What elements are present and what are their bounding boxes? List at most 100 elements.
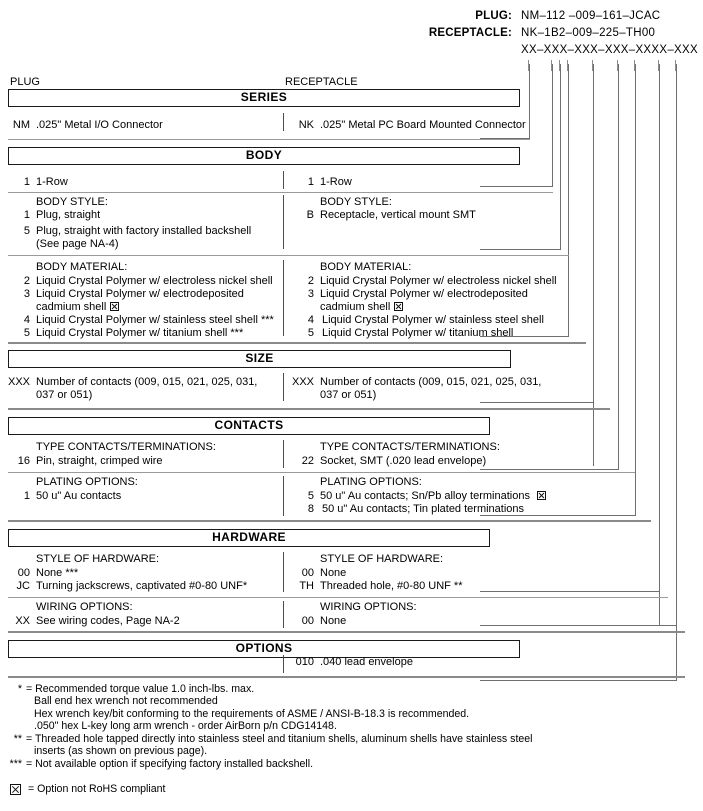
divider-contacts-plating xyxy=(283,476,285,516)
contacts-type-plug-desc: Pin, straight, crimped wire xyxy=(36,455,163,467)
body-material-receptacle-desc-3: Liquid Crystal Polymer w/ stainless stee… xyxy=(322,314,544,326)
plug-part-number-value: NM–112 –009–161–JCAC xyxy=(521,10,661,22)
body-material-receptacle-code-4: 5 xyxy=(307,327,314,339)
sep-after-body-material xyxy=(8,342,586,344)
receptacle-part-number-value: NK–1B2–009–225–TH00 xyxy=(521,27,656,39)
body-material-receptacle-desc-2-text: cadmium shell xyxy=(320,301,391,313)
mask-tick-4 xyxy=(567,60,568,71)
divider-body-style xyxy=(283,195,285,249)
rohs-legend-icon xyxy=(10,784,21,795)
footnote-0-line-3: .050" hex L-key long arm wrench - order … xyxy=(34,720,337,732)
size-receptacle-desc-0: Number of contacts (009, 015, 021, 025, … xyxy=(320,376,542,388)
mask-tick-8 xyxy=(658,60,659,71)
wiring-heading-receptacle: WIRING OPTIONS: xyxy=(320,601,417,613)
leader-hardware-style-vertical xyxy=(659,64,660,625)
sep-after-contacts-type xyxy=(8,472,635,473)
body-row-receptacle-desc: 1-Row xyxy=(320,176,352,188)
footnote-1-line-0: = Threaded hole tapped directly into sta… xyxy=(26,733,533,745)
mask-tick-9 xyxy=(675,60,676,71)
plug-part-number-label: PLUG: xyxy=(475,10,512,22)
body-material-heading-plug: BODY MATERIAL: xyxy=(36,261,128,273)
section-title-contacts: CONTACTS xyxy=(8,417,490,435)
hardware-style-receptacle-code-0: 00 xyxy=(301,567,314,579)
divider-body-row xyxy=(283,171,285,189)
elbow-options xyxy=(480,680,677,681)
wiring-plug-desc: See wiring codes, Page NA-2 xyxy=(36,615,180,627)
body-style-plug-code-1: 5 xyxy=(23,225,30,237)
body-material-receptacle-desc-0: Liquid Crystal Polymer w/ electroless ni… xyxy=(320,275,557,287)
hardware-style-heading-receptacle: STYLE OF HARDWARE: xyxy=(320,553,444,565)
rohs-legend-text: = Option not RoHS compliant xyxy=(28,783,166,795)
body-material-receptacle-desc-2: cadmium shell xyxy=(320,301,404,314)
contacts-type-receptacle-code: 22 xyxy=(301,455,314,467)
section-title-options: OPTIONS xyxy=(8,640,520,658)
plating-receptacle-code-0: 5 xyxy=(307,490,314,502)
leader-series-horizontal xyxy=(480,138,530,139)
divider-series xyxy=(283,113,285,131)
elbow-wiring xyxy=(480,625,677,626)
body-material-plug-desc-2-text: cadmium shell xyxy=(36,301,107,313)
size-receptacle-desc-1: 037 or 051) xyxy=(320,389,377,401)
body-material-heading-receptacle: BODY MATERIAL: xyxy=(320,261,412,273)
body-material-plug-code-4: 5 xyxy=(23,327,30,339)
part-number-header: PLUG: NM–112 –009–161–JCAC RECEPTACLE: N… xyxy=(0,8,703,72)
mask-tick-5 xyxy=(592,60,593,71)
rohs-icon xyxy=(110,302,120,311)
column-caption-receptacle: RECEPTACLE xyxy=(285,76,358,88)
body-style-plug-desc-0: Plug, straight xyxy=(36,209,101,221)
body-material-receptacle-code-1: 3 xyxy=(307,288,314,300)
leader-size-vertical xyxy=(593,64,594,466)
divider-contacts-type xyxy=(283,440,285,468)
body-material-plug-code-0: 2 xyxy=(23,275,30,287)
hardware-style-plug-desc-1: Turning jackscrews, captivated #0-80 UNF… xyxy=(36,580,248,592)
elbow-body-row xyxy=(480,186,553,187)
contacts-type-heading-receptacle: TYPE CONTACTS/TERMINATIONS: xyxy=(320,441,500,453)
section-title-size: SIZE xyxy=(8,350,511,368)
plating-receptacle-desc-0: 50 u" Au contacts; Sn/Pb alloy terminati… xyxy=(320,490,547,503)
elbow-hardware-style xyxy=(480,591,660,592)
section-title-body: BODY xyxy=(8,147,520,165)
options-receptacle-code: 010 xyxy=(295,656,314,668)
elbow-body-style xyxy=(480,249,561,250)
leader-options-vertical xyxy=(676,64,677,680)
leader-series-vertical xyxy=(529,64,530,138)
divider-body-material xyxy=(283,260,285,336)
size-plug-code: XXX xyxy=(7,376,30,388)
mask-tick-3 xyxy=(559,60,560,71)
section-title-series: SERIES xyxy=(8,89,520,107)
series-plug-desc: .025" Metal I/O Connector xyxy=(36,119,163,131)
sep-after-wiring xyxy=(8,631,685,633)
plating-receptacle-code-1: 8 xyxy=(307,503,314,515)
section-title-hardware: HARDWARE xyxy=(8,529,490,547)
elbow-contacts-plating xyxy=(480,515,636,516)
hardware-style-plug-desc-0: None *** xyxy=(36,567,79,579)
mask-tick-7 xyxy=(634,60,635,71)
body-material-plug-desc-4: Liquid Crystal Polymer w/ titanium shell… xyxy=(36,327,244,339)
mask-tick-2 xyxy=(551,60,552,71)
leader-contacts-type-vertical xyxy=(618,64,619,469)
options-receptacle-desc: .040 lead envelope xyxy=(320,656,413,668)
plating-plug-desc: 50 u" Au contacts xyxy=(36,490,122,502)
body-material-receptacle-code-0: 2 xyxy=(307,275,314,287)
body-material-plug-desc-1: Liquid Crystal Polymer w/ electrodeposit… xyxy=(36,288,244,300)
wiring-receptacle-code: 00 xyxy=(301,615,314,627)
sep-after-series xyxy=(8,139,530,140)
plating-heading-receptacle: PLATING OPTIONS: xyxy=(320,476,422,488)
body-material-plug-desc-0: Liquid Crystal Polymer w/ electroless ni… xyxy=(36,275,273,287)
mask-tick-6 xyxy=(617,60,618,71)
body-material-plug-code-3: 4 xyxy=(23,314,30,326)
sep-after-body-style xyxy=(8,255,569,256)
elbow-size xyxy=(480,402,594,403)
body-style-receptacle-desc-0: Receptacle, vertical mount SMT xyxy=(320,209,476,221)
footnote-0-line-2: Hex wrench key/bit conforming to the req… xyxy=(34,708,470,720)
elbow-contacts-type xyxy=(480,469,619,470)
contacts-type-plug-code: 16 xyxy=(17,455,30,467)
wiring-heading-plug: WIRING OPTIONS: xyxy=(36,601,133,613)
body-material-plug-desc-3: Liquid Crystal Polymer w/ stainless stee… xyxy=(36,314,274,326)
divider-wiring xyxy=(283,601,285,628)
hardware-style-receptacle-desc-1: Threaded hole, #0-80 UNF ** xyxy=(320,580,463,592)
rohs-icon xyxy=(394,302,404,311)
plating-receptacle-desc-1: 50 u" Au contacts; Tin plated terminatio… xyxy=(322,503,525,515)
leader-body-row-vertical xyxy=(552,64,553,186)
